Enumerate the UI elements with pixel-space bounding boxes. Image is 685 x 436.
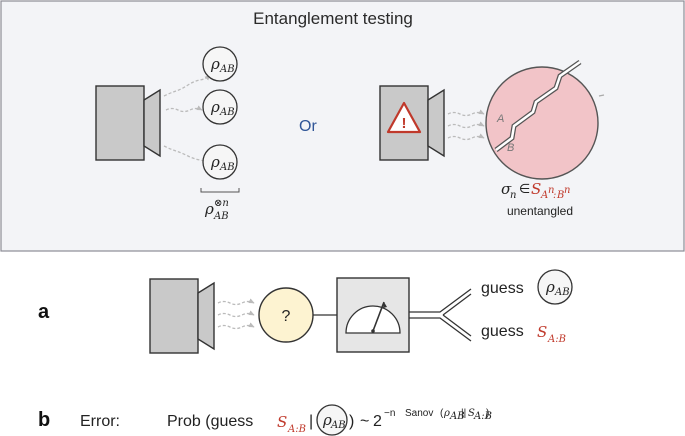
svg-text:A:B: A:B (547, 334, 566, 345)
prob-separable-set: S A:B (277, 413, 306, 435)
warning-icon: ! (386, 101, 422, 134)
rho-state-2: ρ AB (202, 89, 238, 125)
guess-rho-state: ρ AB (537, 269, 573, 305)
rho-state-3: ρ AB (202, 144, 238, 180)
guess-label-entangled: guess (481, 280, 524, 297)
guess-separable-set: S A:B (537, 323, 566, 345)
svg-text:!: ! (402, 115, 407, 132)
svg-text:ρ: ρ (443, 408, 450, 419)
svg-text:(: ( (440, 408, 444, 419)
measurement-meter-icon (336, 277, 410, 353)
svg-text:ρ: ρ (210, 153, 220, 171)
svg-text::: : (553, 190, 556, 201)
svg-text:ρ: ρ (322, 411, 332, 429)
svg-text:A:B: A:B (287, 424, 306, 435)
sphere-accent-mark (598, 94, 605, 97)
svg-text:σ: σ (501, 180, 512, 198)
approx-symbol: ~ (360, 413, 369, 430)
outcome-fork (409, 288, 472, 342)
svg-text:?: ? (282, 308, 291, 325)
svg-text:AB: AB (219, 162, 235, 173)
svg-text:S: S (531, 180, 541, 198)
source-device-icon (95, 85, 161, 161)
given-bar: | (309, 413, 313, 430)
panel-title: Entanglement testing (253, 9, 413, 28)
svg-text:ρ: ρ (204, 200, 214, 218)
prob-prefix: Prob (guess (167, 413, 253, 430)
rho-state-1: ρ AB (202, 46, 238, 82)
svg-text:AB: AB (330, 420, 346, 431)
wavy-emission-icon-a (217, 298, 255, 330)
svg-text:ρ: ρ (210, 55, 220, 73)
svg-text:B: B (507, 142, 514, 154)
svg-text:S: S (537, 323, 547, 341)
svg-text:): ) (486, 408, 489, 419)
sanov-exponent: −n Sanov ( ρ AB || S A:B ) (384, 408, 492, 422)
exponent-base: 2 (373, 413, 382, 430)
svg-text:AB: AB (219, 107, 235, 118)
panel-b-label: b (38, 409, 50, 431)
sigma-in-separable-set: σ n ∈ S A n : B n (501, 180, 570, 201)
rho-tensor-power: ρ AB ⊗n (204, 198, 229, 222)
unentangled-label: unentangled (507, 204, 573, 218)
tensor-bracket (200, 188, 240, 193)
panel-a-label: a (38, 301, 50, 323)
guess-label-separable: guess (481, 323, 524, 340)
or-label: Or (299, 118, 317, 135)
error-label: Error: (80, 413, 120, 430)
svg-text:S: S (277, 413, 287, 431)
svg-text:AB: AB (219, 64, 235, 75)
svg-text:n: n (564, 185, 570, 196)
svg-text:S: S (468, 408, 475, 419)
svg-text:A: A (496, 113, 504, 125)
svg-text:AB: AB (449, 411, 465, 422)
svg-text:Sanov: Sanov (405, 408, 433, 419)
svg-text:AB: AB (554, 287, 570, 298)
svg-text:ρ: ρ (545, 278, 555, 296)
svg-text:A:B: A:B (473, 411, 492, 422)
svg-text:⊗n: ⊗n (214, 198, 229, 209)
source-device-icon-a (149, 278, 215, 354)
svg-text:ρ: ρ (210, 98, 220, 116)
svg-text:||: || (461, 408, 466, 419)
prob-suffix: ) (349, 413, 354, 430)
svg-text:A: A (540, 190, 548, 201)
svg-text:−n: −n (384, 408, 395, 419)
svg-text:n: n (548, 185, 554, 196)
separable-state-sphere: A B (485, 59, 599, 180)
svg-text:n: n (510, 190, 516, 201)
wavy-emission-icon-right (447, 109, 485, 141)
svg-text:B: B (556, 190, 564, 201)
prob-rho-state: ρ AB (316, 404, 348, 436)
svg-text:∈: ∈ (519, 181, 530, 196)
unknown-state: ? (258, 287, 314, 343)
svg-text:AB: AB (213, 211, 229, 222)
